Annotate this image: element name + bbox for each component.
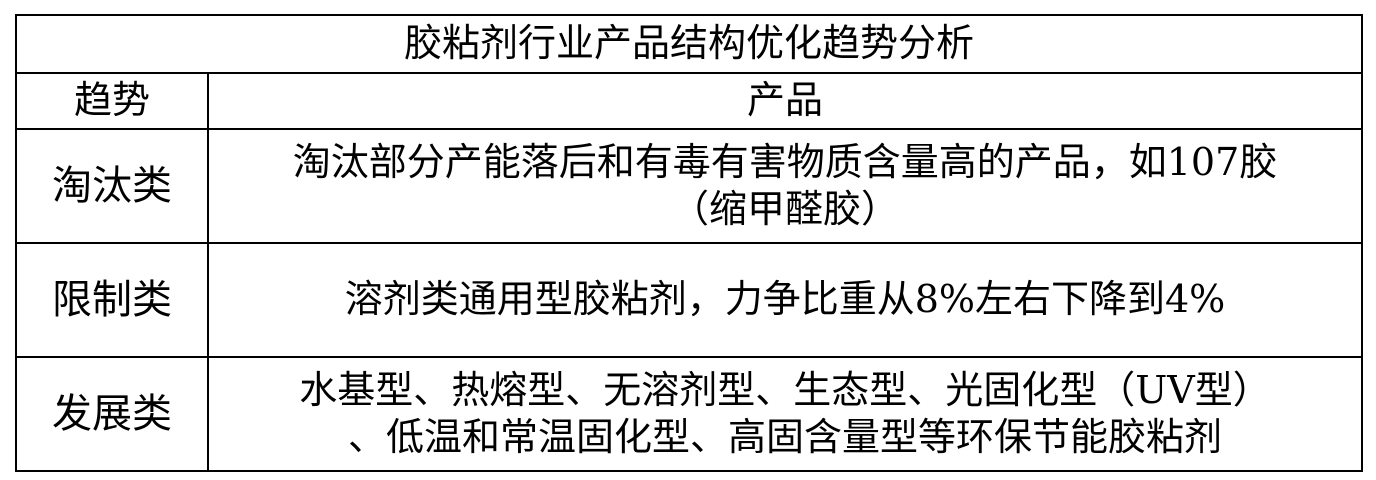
product-line: 水基型、热熔型、无溶剂型、生态型、光固化型（UV型） (299, 367, 1271, 412)
product-structure-table: 胶粘剂行业产品结构优化趋势分析 趋势 产品 淘汰类 淘汰部分产能落后和有毒有害物… (14, 14, 1364, 472)
product-cell: 溶剂类通用型胶粘剂，力争比重从8%左右下降到4% (206, 242, 1364, 358)
header-trend: 趋势 (15, 72, 209, 130)
product-cell: 淘汰部分产能落后和有毒有害物质含量高的产品，如107胶 （缩甲醛胶） (206, 128, 1364, 244)
table-row-develop: 发展类 水基型、热熔型、无溶剂型、生态型、光固化型（UV型） 、低温和常温固化型… (15, 356, 1364, 472)
table-row-restrict: 限制类 溶剂类通用型胶粘剂，力争比重从8%左右下降到4% (15, 242, 1364, 358)
header-product: 产品 (206, 72, 1364, 130)
trend-cell: 淘汰类 (15, 128, 209, 244)
trend-cell: 限制类 (15, 242, 209, 358)
product-cell: 水基型、热熔型、无溶剂型、生态型、光固化型（UV型） 、低温和常温固化型、高固含… (206, 356, 1364, 472)
table-row-eliminate: 淘汰类 淘汰部分产能落后和有毒有害物质含量高的产品，如107胶 （缩甲醛胶） (15, 128, 1364, 244)
header-row: 趋势 产品 (15, 72, 1364, 130)
product-line: （缩甲醛胶） (671, 187, 900, 231)
product-line: 溶剂类通用型胶粘剂，力争比重从8%左右下降到4% (344, 277, 1226, 322)
product-line: 淘汰部分产能落后和有毒有害物质含量高的产品，如107胶 (292, 139, 1278, 184)
trend-cell: 发展类 (15, 356, 209, 472)
table-title: 胶粘剂行业产品结构优化趋势分析 (14, 14, 1364, 74)
product-line: 、低温和常温固化型、高固含量型等环保节能胶粘剂 (348, 415, 1223, 459)
title-row: 胶粘剂行业产品结构优化趋势分析 (14, 14, 1364, 74)
